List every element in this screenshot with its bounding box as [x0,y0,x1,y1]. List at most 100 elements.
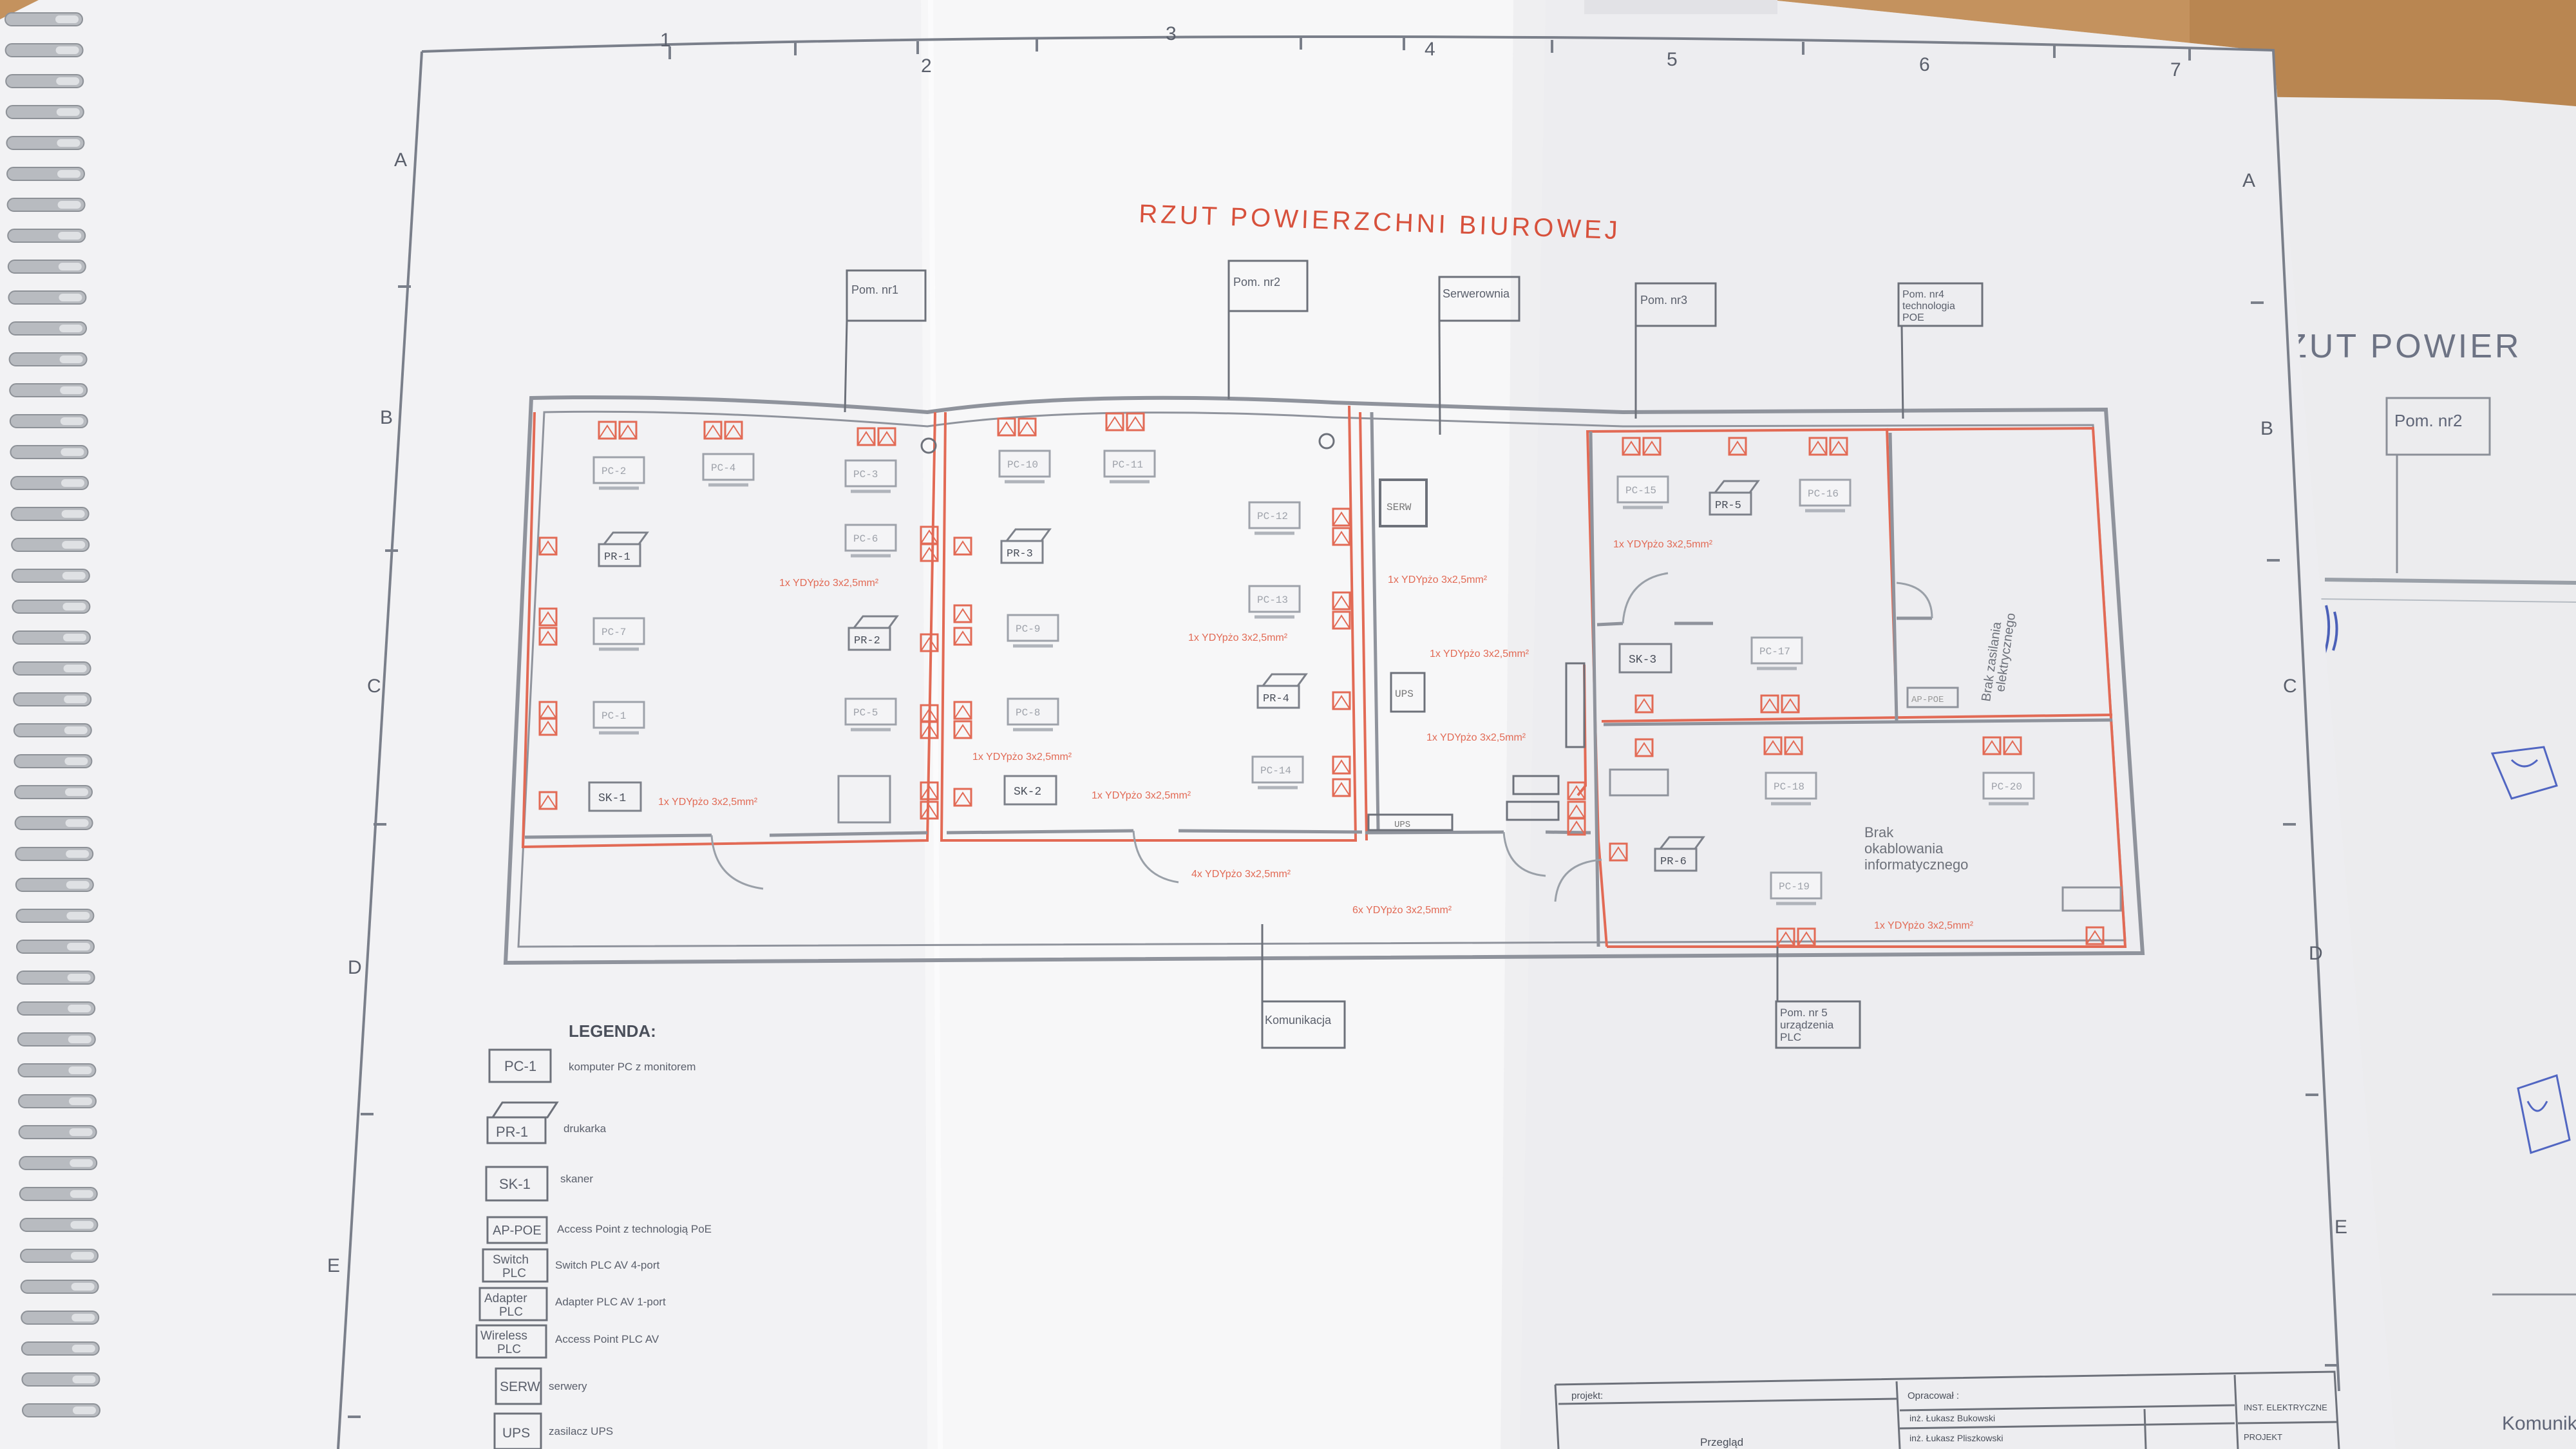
socket-symbol [953,720,972,739]
tb-inst: INST. ELEKTRYCZNE [2244,1403,2327,1412]
ap-icon-1 [920,437,937,454]
note-brak-okablowania-2: okablowania [1864,840,1944,857]
cable-specs: 1x YDYpżo 3x2,5mm² 1x YDYpżo 3x2,5mm² 1x… [658,539,1974,931]
printer-label: PR-4 [1263,693,1289,705]
pc-label: PC-19 [1779,881,1810,893]
pc-6: PC-6 [844,524,897,558]
callout-labels: Pom. nr1 Pom. nr2 Serwerownia Pom. nr3 P… [851,276,1955,1043]
socket-symbol [1332,611,1351,630]
ups-label-2: UPS [1394,820,1410,830]
pc-label: PC-14 [1260,765,1291,777]
socket-symbol [1018,417,1037,437]
col-7: 7 [2170,59,2181,80]
row-d-left: D [348,957,362,978]
main-sheet [0,0,2396,1449]
tb-author1: inż. Łukasz Bukowski [1909,1413,1995,1423]
tb-opracowal-label: Opracował : [1908,1390,1959,1401]
pc-17: PC-17 [1750,636,1803,670]
ap-icon-2 [1318,433,1335,450]
printer-2: PR-2 [848,615,899,651]
svg-text:Adapter: Adapter [484,1292,527,1305]
spiral-loop [8,321,87,336]
pc-label: PC-17 [1759,646,1790,658]
callout-pom3-box [1634,282,1717,327]
scanner-label: SK-3 [1629,654,1656,667]
pc-label: PC-6 [853,533,878,545]
callout-pom2: Pom. nr2 [1233,276,1280,289]
pc-label: PC-10 [1007,459,1038,471]
spiral-loop [17,1032,96,1046]
ups-box [1390,672,1426,713]
callout-pom1-box [846,269,927,322]
spiral-loop [11,569,90,583]
svg-text:PLC: PLC [499,1305,523,1319]
socket-symbol [953,627,972,646]
pc-label: PC-2 [601,466,626,477]
pc-label: PC-7 [601,627,626,638]
ap-poe-label: AP-POE [1911,695,1944,705]
spiral-loop [12,630,91,645]
pc-2: PC-2 [592,456,645,490]
outer-walls [503,395,2145,965]
socket-symbol [538,717,558,736]
callout-pom5-line3: PLC [1780,1031,1801,1043]
serw-box [1379,478,1428,527]
svg-text:PC-1: PC-1 [504,1058,536,1074]
callout-pom2-box [1227,260,1309,312]
callout-pom5-line2: urządzenia [1780,1019,1834,1031]
pc-12: PC-12 [1248,501,1301,535]
spiral-loop [11,538,90,552]
tb-projekt-stamp: PROJEKT [2244,1432,2282,1442]
legend-ap-poe-desc: Access Point z technologią PoE [557,1223,712,1235]
svg-text:AP-POE: AP-POE [493,1224,542,1238]
second-sheet-wall [2324,578,2576,585]
socket-symbol [1784,736,1803,755]
legend-switch-plc: Switch PLC Switch PLC AV 4-port [482,1248,659,1283]
socket-symbol [1332,778,1351,797]
col-3: 3 [1166,23,1177,44]
pc-label: PC-5 [853,707,878,719]
cable-spec-9: 1x YDYpżo 3x2,5mm² [1613,539,1713,550]
spiral-loop [15,878,94,892]
switch-box-2 [1506,800,1560,821]
second-sheet-line [2318,598,2576,603]
socket-symbol [1567,817,1586,836]
second-sheet-callout-box [2385,397,2491,456]
cable-spec-4: 1x YDYpżo 3x2,5mm² [1388,574,1488,585]
pc-label: PC-4 [711,462,735,474]
legend-adapter-plc: Adapter PLC Adapter PLC AV 1-port [478,1287,666,1321]
spiral-loop [5,12,83,26]
scanner-label: SK-2 [1014,786,1041,799]
row-c-left: C [367,676,381,697]
socket-symbol [1609,842,1628,862]
socket-symbol [1332,691,1351,710]
spiral-loop [17,1001,96,1016]
pc-label: PC-15 [1625,485,1656,497]
tb-projekt-label: projekt: [1571,1390,1603,1401]
blue-pen-scribble-2 [2517,1074,2571,1154]
row-b-right: B [2260,418,2273,439]
callout-pom4-box [1897,282,1984,327]
socket-symbol [1634,738,1654,757]
socket-symbol [953,536,972,556]
spiral-loop [16,940,95,954]
spiral-loop [21,1341,100,1356]
pc-label: PC-11 [1112,459,1143,471]
spiral-loop [5,74,84,88]
spiral-loop [14,785,93,799]
column-numbers: 1 2 3 4 5 6 7 [660,23,2181,80]
spiral-loop [19,1218,99,1232]
note-brak-okablowania-1: Brak [1864,824,1894,840]
sheet-fold [928,0,943,1449]
socket-symbol [1126,412,1145,431]
legend: LEGENDA: PC-1 komputer PC z monitorem PR… [475,1021,712,1449]
printer-label: PR-5 [1715,500,1741,512]
callout-pom4-line2: technologia [1902,301,1955,312]
spiral-loop [18,1094,97,1108]
doors [710,572,1933,902]
row-c-right: C [2283,676,2297,697]
cable-spec-8: 6x YDYpżo 3x2,5mm² [1352,905,1452,916]
socket-symbol [1808,437,1828,456]
pc-10: PC-10 [998,450,1051,484]
